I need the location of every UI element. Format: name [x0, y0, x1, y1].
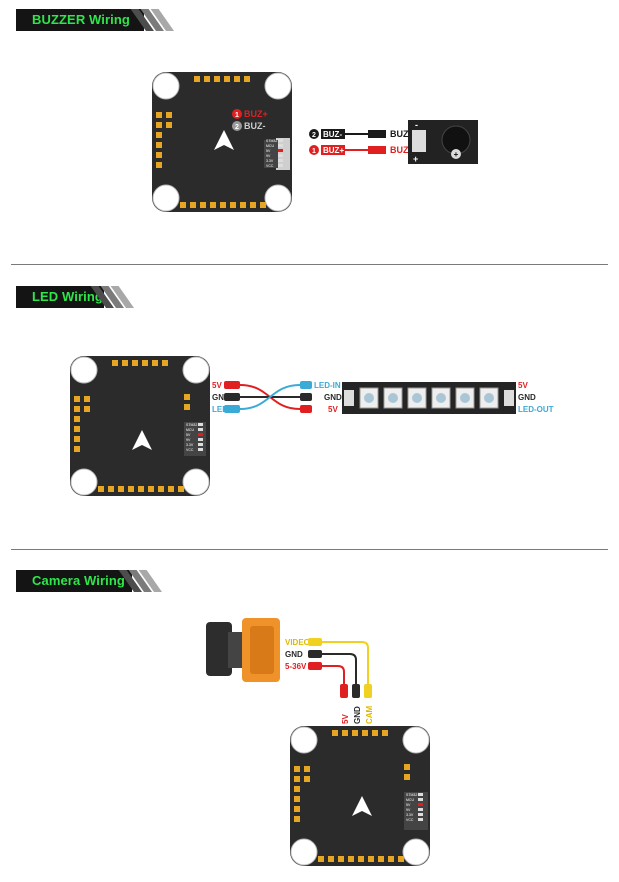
- camera-section-title: Camera Wiring: [32, 573, 125, 588]
- fc-pad-led: LED: [212, 405, 228, 414]
- wire-number: 2: [312, 132, 316, 139]
- solder-pads: [294, 730, 410, 862]
- status-led: [198, 448, 203, 451]
- flight-controller-board: [70, 356, 210, 496]
- status-led: [278, 164, 283, 167]
- solder-pads: [74, 360, 190, 492]
- pad-number-badge: [232, 121, 242, 131]
- strip-out-5v: 5V: [518, 381, 528, 390]
- fc-label-5v: 5V: [341, 714, 350, 724]
- status-label: MCU: [186, 428, 194, 432]
- camera-label-video: VIDEO: [285, 638, 310, 647]
- status-label: STM32: [266, 139, 277, 143]
- status-label: 9V: [406, 808, 411, 812]
- status-label: STM32: [186, 423, 197, 427]
- section-divider: [11, 264, 608, 265]
- camera-module: [206, 618, 280, 682]
- status-led-panel: [404, 792, 428, 830]
- section-divider: [11, 549, 608, 550]
- status-label: VCC: [266, 164, 274, 168]
- strip-in-5v: 5V: [328, 405, 338, 414]
- pad-number-badge: [232, 109, 242, 119]
- status-label: 5V: [266, 149, 271, 153]
- status-led: [418, 808, 423, 811]
- fc-label-gnd: GND: [353, 706, 362, 724]
- strip-out-gnd: GND: [518, 393, 536, 402]
- buzzer-section-header: BUZZER Wiring: [16, 9, 174, 31]
- wire-label-to: BUZ -: [390, 129, 414, 139]
- arrow-logo-icon: [352, 796, 372, 816]
- led-strip: [342, 382, 516, 414]
- status-led: [198, 433, 203, 436]
- led-section-header: LED Wiring: [16, 286, 166, 308]
- flight-controller-board: [290, 726, 430, 866]
- wire-number: 1: [312, 148, 316, 155]
- status-led: [418, 818, 423, 821]
- camera-wiring-diagram: VIDEO GND 5-36V 5V GND CAM: [206, 618, 430, 866]
- fc-pad-5v: 5V: [212, 381, 222, 390]
- wire-label-from: BUZ+: [323, 146, 344, 155]
- status-label: 3.3V: [406, 813, 414, 817]
- strip-in-led: LED-IN: [314, 381, 341, 390]
- status-led: [418, 803, 423, 806]
- led-wires: [224, 381, 312, 413]
- header-tag: [16, 570, 132, 592]
- flight-controller-board: [152, 72, 292, 212]
- arrow-logo-icon: [132, 430, 152, 450]
- status-label: STM32: [406, 793, 417, 797]
- status-led: [278, 149, 283, 152]
- header-tag: [16, 9, 144, 31]
- strip-in-gnd: GND: [324, 393, 342, 402]
- status-label: 3.3V: [186, 443, 194, 447]
- status-led: [198, 428, 203, 431]
- status-label: MCU: [266, 144, 274, 148]
- camera-section-header: Camera Wiring: [16, 570, 166, 592]
- status-led: [278, 154, 283, 157]
- header-tag: [16, 286, 104, 308]
- camera-label-5-36v: 5-36V: [285, 662, 307, 671]
- fc-label-cam: CAM: [365, 705, 374, 724]
- fc-pad-gnd: GND: [212, 393, 230, 402]
- status-led: [198, 438, 203, 441]
- module-mark: +: [413, 154, 418, 164]
- module-sign: +: [454, 150, 459, 159]
- status-label: VCC: [406, 818, 414, 822]
- status-led: [418, 798, 423, 801]
- wire-label-from: BUZ-: [323, 130, 342, 139]
- status-led: [278, 159, 283, 162]
- led-section-title: LED Wiring: [32, 289, 103, 304]
- camera-label-gnd: GND: [285, 650, 303, 659]
- buzzer-wiring-diagram: 1 BUZ+ 2 BUZ- 2 BUZ- BUZ - 1 BUZ+ BUZ+ -…: [152, 72, 478, 212]
- status-led: [278, 139, 283, 142]
- module-mark: -: [415, 120, 418, 130]
- status-label: 5V: [406, 803, 411, 807]
- status-led: [198, 423, 203, 426]
- status-led: [418, 813, 423, 816]
- strip-out-led: LED-OUT: [518, 405, 554, 414]
- status-led: [418, 793, 423, 796]
- status-label: VCC: [186, 448, 194, 452]
- fc-pad-buz-plus: BUZ+: [244, 109, 268, 119]
- pad-number: 1: [235, 112, 239, 119]
- arrow-logo-icon: [214, 130, 234, 150]
- status-label: 9V: [266, 154, 271, 158]
- fc-pad-buz-minus: BUZ-: [244, 121, 266, 131]
- status-label: 9V: [186, 438, 191, 442]
- buzzer-module: - + +: [408, 120, 478, 164]
- wire-label-to: BUZ+: [390, 145, 414, 155]
- buzzer-section-title: BUZZER Wiring: [32, 12, 130, 27]
- solder-pads: [156, 76, 266, 208]
- led-wiring-diagram: 5V GND LED LED-IN GND 5V 5V GND LED-OUT …: [70, 356, 554, 496]
- status-led: [278, 144, 283, 147]
- status-led: [198, 443, 203, 446]
- pad-number: 2: [235, 124, 239, 131]
- buzzer-wire-minus: 2 BUZ- BUZ -: [309, 129, 414, 139]
- buzzer-wire-plus: 1 BUZ+ BUZ+: [309, 145, 414, 155]
- status-label: MCU: [406, 798, 414, 802]
- status-label: 5V: [186, 433, 191, 437]
- camera-wires: [308, 638, 372, 698]
- status-label: 3.3V: [266, 159, 274, 163]
